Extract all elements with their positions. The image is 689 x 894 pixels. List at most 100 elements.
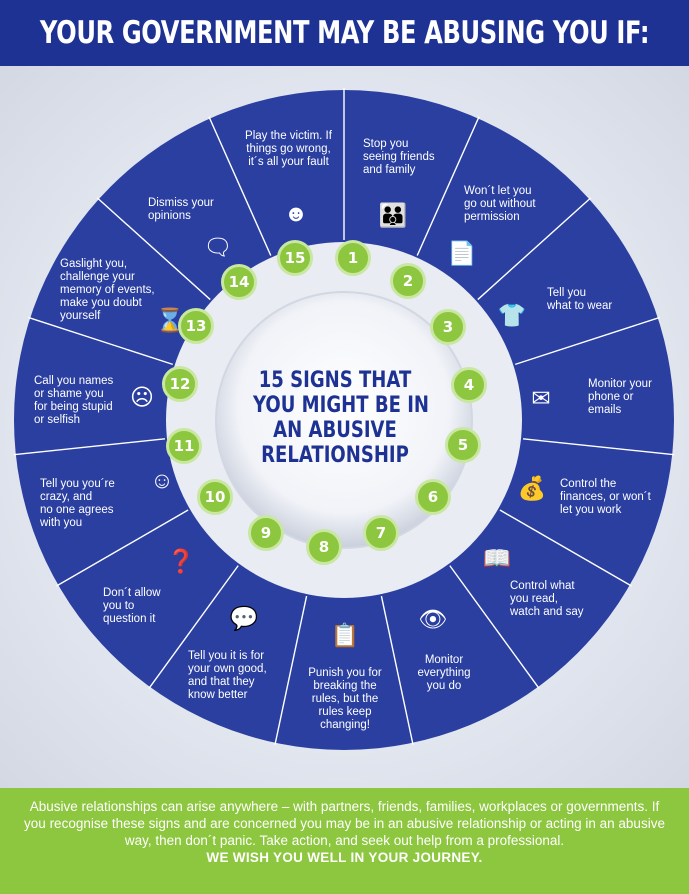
wheel-divider-line: [477, 197, 592, 301]
segment-text-line: question it: [103, 613, 156, 625]
footer-panel: Abusive relationships can arise anywhere…: [0, 788, 689, 894]
victim-person-icon: ☻: [283, 200, 309, 226]
dancing-people-icon: ☺: [150, 467, 174, 493]
sign-number-badge: 5: [445, 427, 481, 463]
segment-text-line: know better: [188, 689, 248, 701]
segment-text-line: yourself: [60, 310, 101, 322]
wheel-divider-line: [148, 565, 239, 690]
segment-text-line: watch and say: [510, 606, 584, 618]
segment-text-line: Tell you you´re: [40, 478, 115, 490]
wheel-divider-line: [380, 595, 414, 745]
wheel-divider-line: [514, 316, 660, 366]
sign-number-badge: 11: [166, 428, 202, 464]
segment-text-line: Play the victim. If: [245, 130, 332, 142]
wheel-divider-line: [13, 438, 166, 456]
sign-number-badge: 10: [197, 479, 233, 515]
segment-text-line: emails: [588, 404, 622, 416]
footer-text: Abusive relationships can arise anywhere…: [24, 799, 665, 848]
segment-text-line: finances, or won´t: [560, 491, 651, 503]
segment-text-line: make you doubt: [60, 297, 142, 309]
wheel-divider-line: [28, 316, 174, 366]
sign-number-badge: 12: [162, 366, 198, 402]
page-title: YOUR GOVERNMENT MAY BE ABUSING YOU IF:: [39, 15, 650, 51]
segment-text-line: challenge your: [60, 271, 135, 283]
segment-text-line: phone or: [588, 391, 634, 403]
segment-text-line: Stop you: [363, 138, 409, 150]
segment-text-line: Control what: [510, 580, 575, 592]
segment-text-line: permission: [464, 211, 520, 223]
rules-checklist-icon: 📋: [330, 622, 360, 648]
segment-text-line: you to: [103, 600, 135, 612]
segment-text-line: seeing friends: [363, 151, 435, 163]
segment-text-line: and family: [363, 164, 416, 176]
segment-text-line: Don´t allow: [103, 587, 161, 599]
segment-text-line: rules, but the: [311, 693, 379, 705]
center-title-line: AN ABUSIVE: [273, 418, 397, 443]
segment-text-line: Gaslight you,: [60, 258, 128, 270]
center-title-line: YOU MIGHT BE IN: [253, 393, 430, 418]
segment-text-line: you do: [426, 680, 462, 692]
segment-text-line: opinions: [148, 210, 191, 222]
center-title-line: 15 SIGNS THAT: [258, 368, 412, 393]
segment-text-line: Dismiss your: [148, 197, 214, 209]
segment-text-line: or selfish: [34, 414, 81, 426]
segment-text-line: memory of events,: [60, 284, 155, 296]
segment-text-line: changing!: [320, 719, 370, 731]
segment-text-line: Tell you: [547, 287, 586, 299]
segment-text-line: Monitor your: [588, 378, 652, 390]
segment-text-line: breaking the: [313, 680, 377, 692]
sign-number-badge: 14: [221, 264, 257, 300]
sign-number-badge: 3: [430, 309, 466, 345]
segment-text-line: you read,: [510, 593, 558, 605]
center-title-line: RELATIONSHIP: [261, 443, 409, 468]
segment-text-line: what to wear: [547, 300, 613, 312]
footer-cta: WE WISH YOU WELL IN YOUR JOURNEY.: [206, 850, 483, 865]
sign-number-badge: 8: [306, 529, 342, 565]
sign-number-badge: 1: [335, 240, 371, 276]
email-monitor-icon: ✉: [531, 385, 551, 411]
sign-number-badge: 4: [451, 367, 487, 403]
segment-text-line: things go wrong,: [246, 143, 331, 155]
segment-text-line: Control the: [560, 478, 617, 490]
wheel-divider-line: [416, 116, 480, 256]
segment-text-line: everything: [417, 667, 471, 679]
person-reading-icon: 📖: [482, 545, 512, 571]
segment-text-line: Call you names: [34, 375, 114, 387]
wheel-divider-line: [56, 509, 189, 587]
segment-text-line: let you work: [560, 504, 622, 516]
segment-text-line: go out without: [464, 198, 536, 210]
wheel-dividers: [13, 88, 675, 745]
segment-text-line: Won´t let you: [464, 185, 532, 197]
people-family-icon: 👪: [378, 202, 408, 228]
segment-text-line: crazy, and: [40, 491, 93, 503]
segment-text-line: no one agrees: [40, 504, 114, 516]
segment-text-line: rules keep: [318, 706, 372, 718]
shirt-icon: 👕: [497, 302, 527, 328]
money-bag-icon: 💰: [517, 475, 547, 501]
segment-text-line: it´s all your fault: [248, 156, 329, 168]
center-title: 15 SIGNS THAT YOU MIGHT BE IN AN ABUSIVE…: [235, 368, 435, 468]
wheel-divider-line: [208, 116, 272, 256]
segment-text-line: with you: [40, 517, 83, 529]
wheel-center-plate: [215, 291, 473, 549]
title-banner: YOUR GOVERNMENT MAY BE ABUSING YOU IF:: [0, 0, 689, 66]
segment-text-line: Punish you for: [308, 667, 382, 679]
sign-number-badge: 13: [178, 308, 214, 344]
person-opinion-icon: 🗨: [203, 234, 233, 260]
sign-number-badge: 6: [415, 479, 451, 515]
wheel-divider-line: [499, 509, 632, 587]
